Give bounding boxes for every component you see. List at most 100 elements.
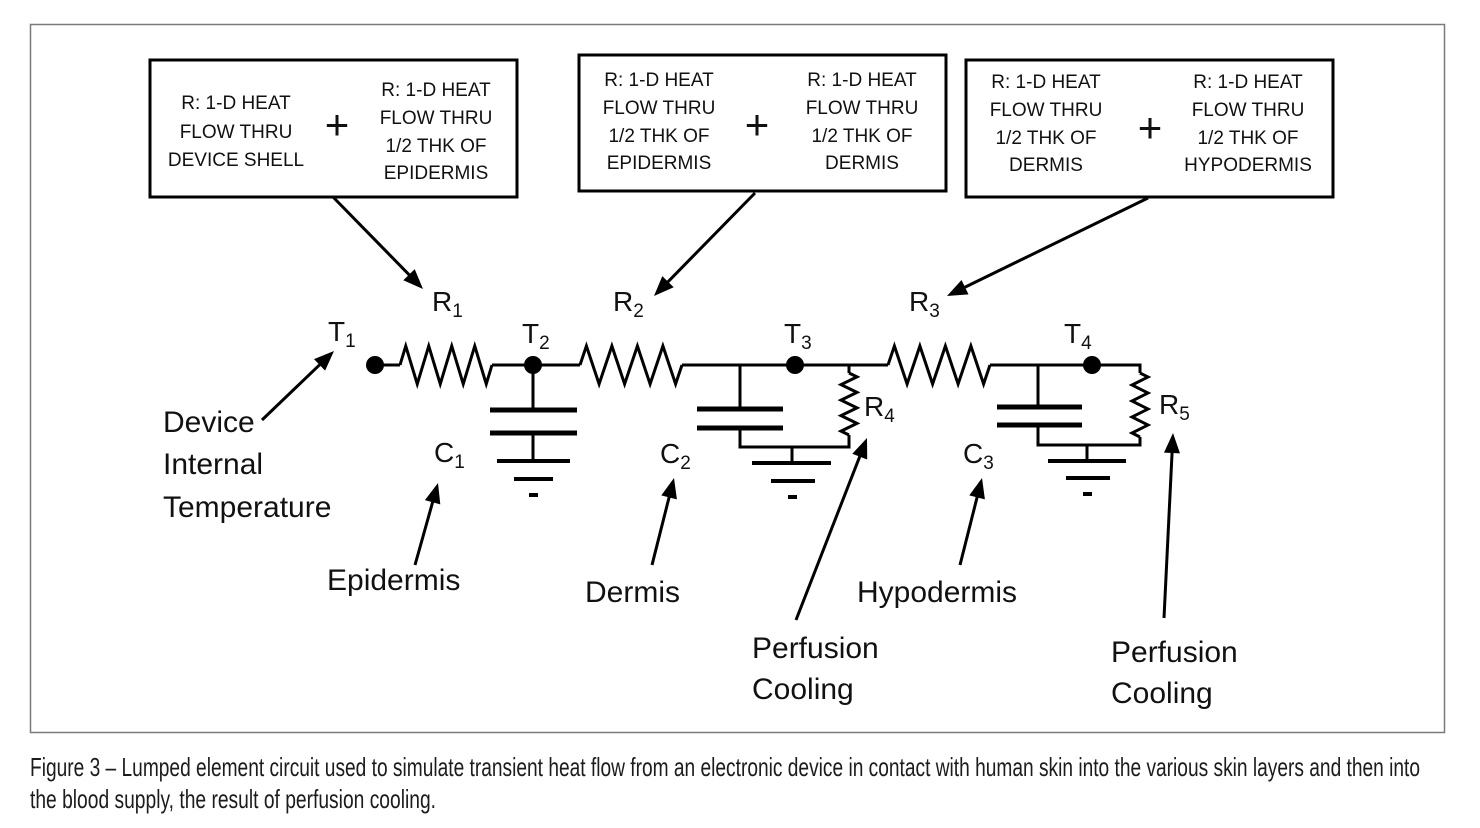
- box-3-right-line: R: 1-D HEAT: [1193, 72, 1303, 93]
- annotation-line: Perfusion: [752, 632, 879, 665]
- arrow-box-3-to-r3: [947, 196, 1149, 296]
- box-2-right-line: FLOW THRU: [806, 98, 919, 119]
- arrowhead: [969, 478, 985, 500]
- arrow-box-2-to-r2: [654, 191, 757, 296]
- node-t2-dot: [524, 356, 542, 374]
- box-2-right-line: DERMIS: [825, 153, 899, 174]
- arrow-device-to-t1: [260, 351, 334, 422]
- arrowhead: [1164, 433, 1180, 454]
- node-t1-dot: [366, 356, 384, 374]
- box-3-right-line: HYPODERMIS: [1184, 155, 1312, 176]
- label-r1: R1: [432, 286, 463, 322]
- box-2-plus-sign: +: [745, 101, 770, 148]
- box-3-left-line: FLOW THRU: [990, 100, 1103, 121]
- label-r4: R4: [864, 391, 895, 427]
- arrow-shaft: [961, 196, 1149, 290]
- arrowhead: [654, 276, 674, 296]
- resistor-r4-symbol: [837, 371, 861, 437]
- box-1-plus-sign: +: [325, 101, 350, 148]
- arrow-shaft: [650, 494, 672, 566]
- node-t3-dot: [786, 356, 804, 374]
- resistor-r1-symbol: [398, 340, 494, 390]
- annotation-epidermis: Epidermis: [327, 564, 460, 597]
- annotation-device-internal-temperature: Device Internal Temperature: [163, 406, 331, 524]
- arrowhead: [314, 351, 334, 371]
- box-3-left-line: 1/2 THK OF: [995, 128, 1096, 149]
- annotation-perfusion-cooling-r5: Perfusion Cooling: [1111, 636, 1238, 710]
- node-t4-dot: [1083, 356, 1101, 374]
- label-t3: T3: [784, 318, 812, 354]
- label-t1: T1: [328, 316, 356, 352]
- arrowhead: [852, 438, 868, 460]
- label-r3: R3: [909, 286, 940, 322]
- ground-symbol-c3: [1048, 459, 1126, 496]
- box-2-border: [577, 53, 948, 193]
- resistor-r5-symbol: [1128, 371, 1152, 439]
- wire-c3-r5-return: [1036, 425, 1142, 447]
- arrow-shaft: [1162, 449, 1174, 619]
- ground-symbol-c2: [752, 461, 831, 499]
- annotation-perfusion-cooling-r4: Perfusion Cooling: [752, 632, 879, 706]
- figure-caption: Figure 3 – Lumped element circuit used t…: [30, 752, 1420, 814]
- caption-line: the blood supply, the result of perfusio…: [30, 784, 436, 814]
- box-3-left-line: DERMIS: [1009, 155, 1083, 176]
- arrow-dermis-to-c2: [650, 478, 677, 566]
- box-2-left-line: R: 1-D HEAT: [604, 70, 714, 91]
- box-3-right-line: FLOW THRU: [1192, 100, 1305, 121]
- wire-c2-r4-return: [738, 428, 851, 449]
- box-2-left-line: EPIDERMIS: [607, 153, 712, 174]
- box-3-plus-sign: +: [1138, 104, 1163, 151]
- annotation-line: Perfusion: [1111, 636, 1238, 669]
- resistor-r2-symbol: [578, 341, 684, 389]
- box-1-left-line: DEVICE SHELL: [168, 150, 304, 171]
- arrow-shaft: [331, 195, 413, 278]
- box-3: R: 1-D HEAT FLOW THRU 1/2 THK OF DERMIS …: [964, 58, 1335, 199]
- label-r5: R5: [1159, 389, 1190, 425]
- annotation-dermis: Dermis: [585, 576, 680, 609]
- box-1-right-line: R: 1-D HEAT: [381, 80, 491, 101]
- box-2-right-line: 1/2 THK OF: [811, 126, 912, 147]
- box-2: R: 1-D HEAT FLOW THRU 1/2 THK OF EPIDERM…: [577, 53, 948, 193]
- label-c2: C2: [660, 438, 691, 474]
- box-1: R: 1-D HEAT FLOW THRU DEVICE SHELL + R: …: [148, 58, 519, 199]
- annotation-line: Internal: [163, 448, 263, 481]
- annotation-line: Cooling: [1111, 677, 1213, 710]
- label-r2: R2: [613, 286, 644, 322]
- arrow-shaft: [664, 191, 757, 285]
- resistor-r3-symbol: [886, 341, 992, 389]
- arrow-perfusion-to-r5: [1162, 433, 1180, 619]
- arrowhead: [947, 280, 969, 296]
- arrowhead: [403, 269, 423, 289]
- box-3-left-line: R: 1-D HEAT: [991, 72, 1101, 93]
- arrow-box-1-to-r1: [331, 195, 423, 289]
- label-t4: T4: [1064, 318, 1092, 354]
- box-3-border: [964, 58, 1335, 199]
- arrow-shaft: [413, 498, 435, 566]
- box-2-right-line: R: 1-D HEAT: [807, 70, 917, 91]
- annotation-line: Temperature: [163, 491, 331, 524]
- arrowhead: [424, 483, 441, 505]
- arrow-shaft: [958, 494, 980, 566]
- box-2-left-line: 1/2 THK OF: [608, 126, 709, 147]
- circuit: [366, 340, 1152, 499]
- box-1-left-line: R: 1-D HEAT: [181, 93, 291, 114]
- box-1-border: [148, 58, 519, 199]
- label-t2: T2: [522, 318, 550, 354]
- box-2-left-line: FLOW THRU: [603, 98, 716, 119]
- ground-symbol-c1: [497, 459, 570, 497]
- box-1-right-line: FLOW THRU: [380, 108, 493, 129]
- label-c3: C3: [963, 438, 994, 474]
- arrow-epidermis-to-c1: [413, 483, 441, 566]
- label-c1: C1: [434, 437, 465, 473]
- annotation-line: Device: [163, 406, 255, 439]
- box-1-left-line: FLOW THRU: [180, 122, 293, 143]
- arrow-hypodermis-to-c3: [958, 478, 985, 566]
- wire-r3-to-r5: [990, 363, 1142, 373]
- annotation-line: Cooling: [752, 673, 854, 706]
- box-1-right-line: 1/2 THK OF: [385, 136, 486, 157]
- caption-line: Figure 3 – Lumped element circuit used t…: [30, 752, 1420, 782]
- annotation-hypodermis: Hypodermis: [857, 576, 1017, 609]
- arrow-perfusion-to-r4: [794, 438, 868, 621]
- arrowhead: [661, 478, 677, 500]
